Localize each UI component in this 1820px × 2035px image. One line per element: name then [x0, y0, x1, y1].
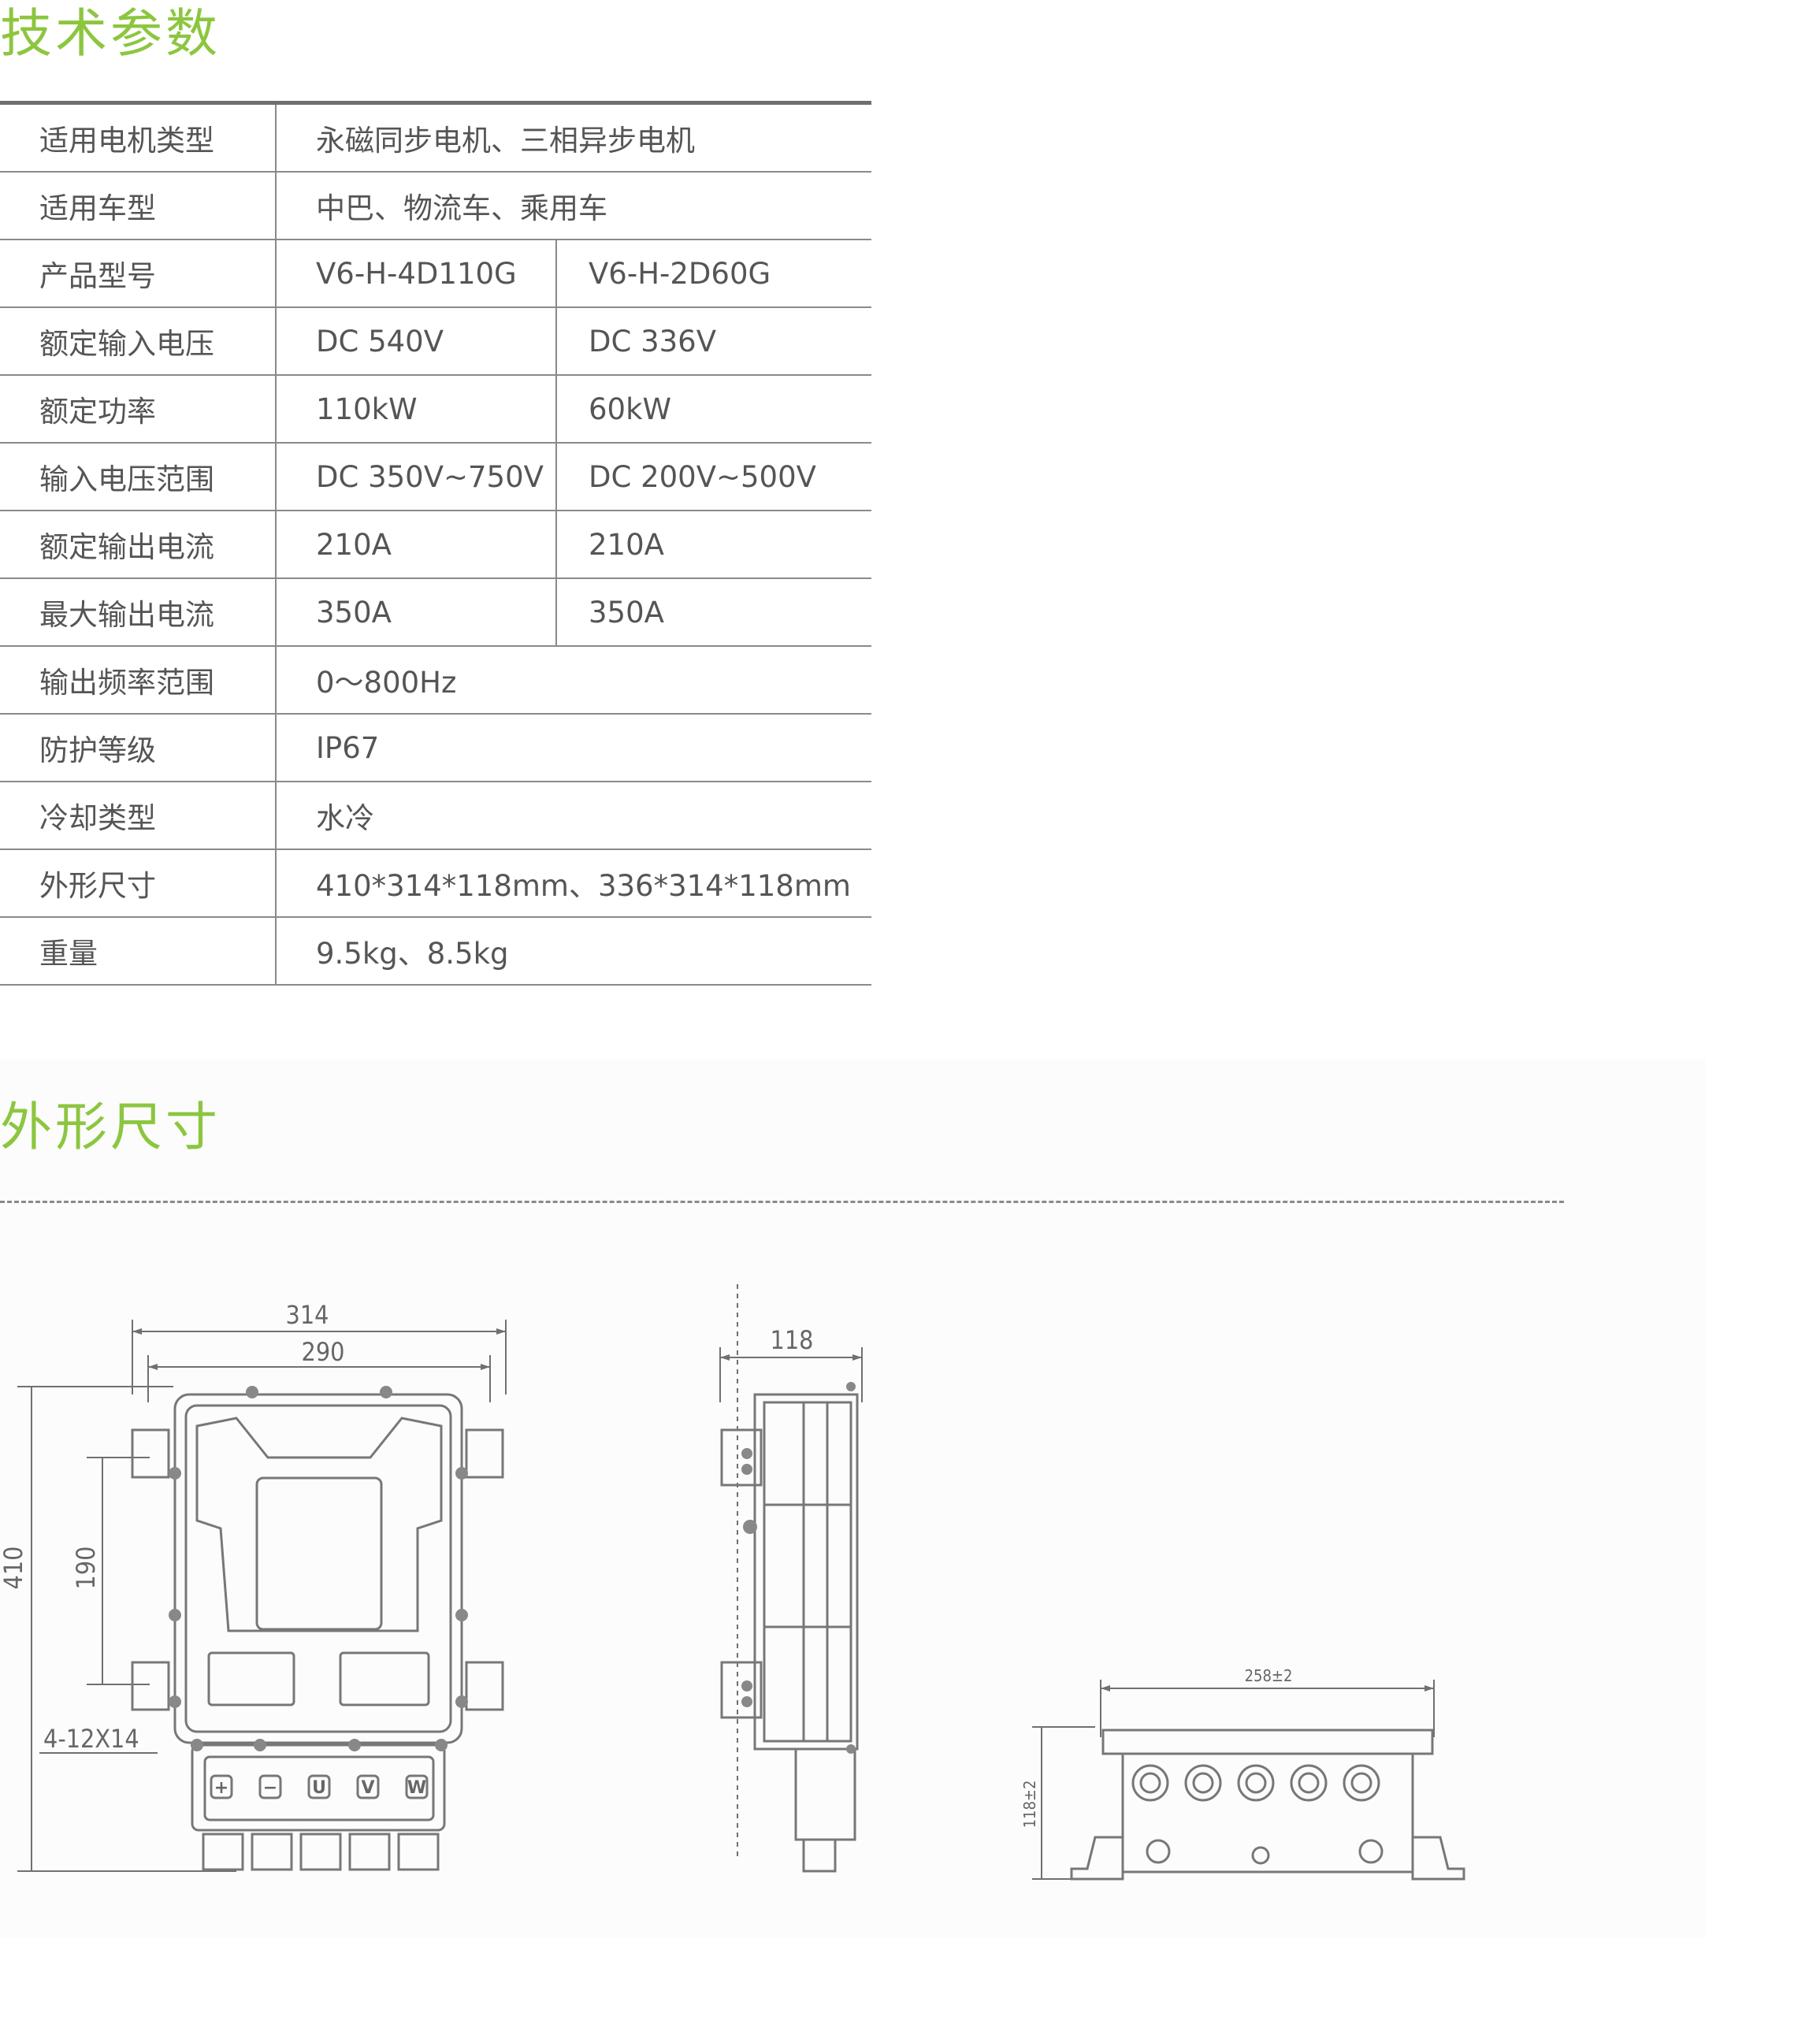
spec-value-model-2: DC 200V~500V — [556, 443, 871, 511]
spec-label: 额定功率 — [0, 375, 277, 444]
spec-value: 水冷 — [276, 782, 871, 850]
dim-258: 258±2 — [1245, 1666, 1293, 1685]
spec-value: 永磁同步电机、三相异步电机 — [276, 105, 871, 173]
dim-290: 290 — [302, 1337, 345, 1367]
spec-label: 适用车型 — [0, 172, 277, 240]
dim-118: 118 — [771, 1325, 814, 1355]
section-title-dimensions: 外形尺寸 — [0, 1097, 221, 1157]
terminal-w: W — [407, 1778, 426, 1798]
side-view-drawing: 118 — [719, 1284, 863, 1873]
spec-label: 输入电压范围 — [0, 443, 277, 511]
spec-row: 冷却类型水冷 — [0, 782, 871, 850]
spec-value-model-1: 210A — [276, 511, 557, 579]
dim-holes: 4-12X14 — [43, 1724, 139, 1754]
dim-190: 190 — [71, 1547, 101, 1590]
table-top-rule — [0, 101, 871, 105]
spec-row: 适用车型中巴、物流车、乘用车 — [0, 172, 871, 240]
spec-label: 最大输出电流 — [0, 578, 277, 647]
spec-label: 冷却类型 — [0, 782, 277, 850]
spec-value-model-1: DC 350V~750V — [276, 443, 557, 511]
spec-row: 适用电机类型永磁同步电机、三相异步电机 — [0, 105, 871, 173]
spec-label: 产品型号 — [0, 240, 277, 308]
spec-label: 输出频率范围 — [0, 646, 277, 715]
spec-value: IP67 — [276, 714, 871, 782]
spec-value: 410*314*118mm、336*314*118mm — [276, 849, 871, 918]
dim-410: 410 — [0, 1547, 28, 1590]
spec-value-model-1: 350A — [276, 578, 557, 647]
terminal-v: V — [361, 1778, 374, 1798]
spec-value-model-2: V6-H-2D60G — [556, 240, 871, 308]
terminal-u: U — [312, 1778, 326, 1798]
drawing-panel — [0, 1060, 1706, 1938]
spec-value-model-1: DC 540V — [276, 307, 557, 376]
spec-label: 适用电机类型 — [0, 105, 277, 173]
spec-value-model-2: DC 336V — [556, 307, 871, 376]
spec-value: 0～800Hz — [276, 646, 871, 715]
spec-label: 重量 — [0, 917, 277, 986]
spec-label: 防护等级 — [0, 714, 277, 782]
spec-value-model-2: 60kW — [556, 375, 871, 444]
terminal-minus: − — [263, 1778, 277, 1798]
terminal-plus: + — [214, 1778, 228, 1798]
spec-value-model-1: V6-H-4D110G — [276, 240, 557, 308]
spec-label: 额定输出电流 — [0, 511, 277, 579]
dim-314: 314 — [286, 1300, 329, 1330]
dim-118-bottom: 118±2 — [1020, 1781, 1039, 1829]
spec-value-model-2: 350A — [556, 578, 871, 647]
spec-value: 9.5kg、8.5kg — [276, 917, 871, 986]
dashed-divider — [0, 1201, 1564, 1203]
spec-value-model-2: 210A — [556, 511, 871, 579]
spec-label: 额定输入电压 — [0, 307, 277, 376]
spec-label: 外形尺寸 — [0, 849, 277, 918]
spec-value: 中巴、物流车、乘用车 — [276, 172, 871, 240]
spec-value-model-1: 110kW — [276, 375, 557, 444]
front-view-drawing: 314 290 410 190 4-12X14 + − U — [0, 1300, 507, 1872]
bottom-view-drawing: 258±2 118±2 — [1020, 1666, 1465, 1881]
section-title-params: 技术参数 — [0, 3, 221, 64]
